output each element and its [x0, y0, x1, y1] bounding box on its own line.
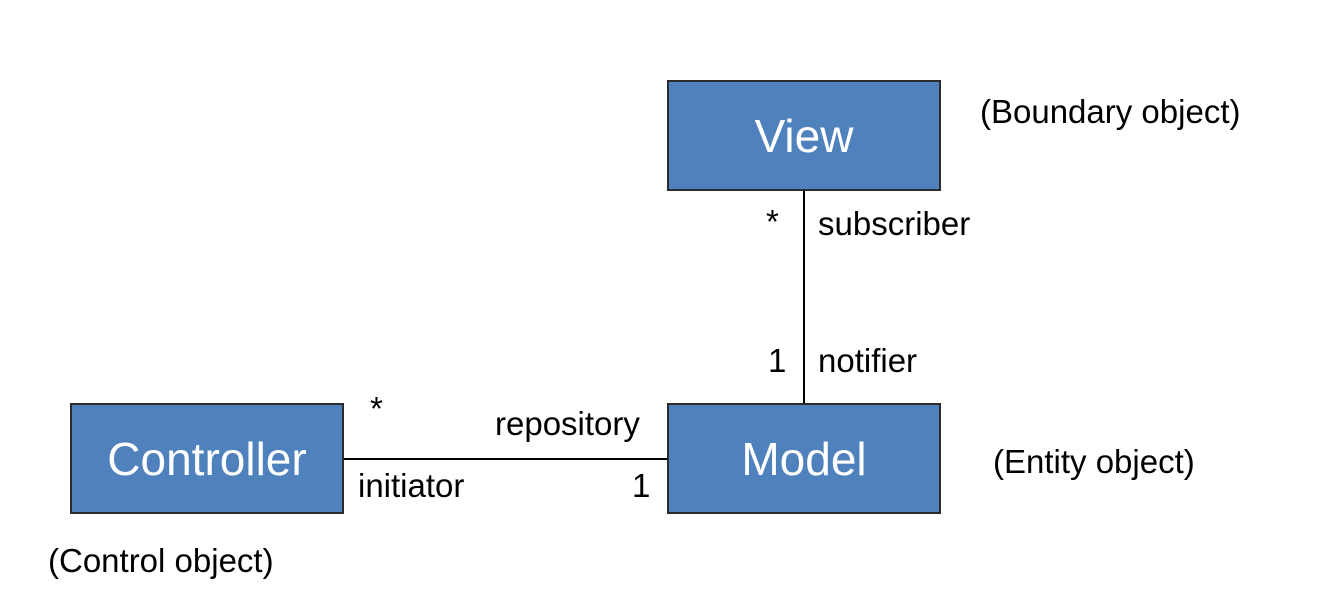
model-class-box[interactable]: Model [667, 403, 941, 514]
controller-class-name: Controller [107, 432, 307, 485]
model-repository-multiplicity-label: 1 [632, 467, 651, 504]
initiator-role-label: initiator [358, 467, 465, 504]
controller-class-box[interactable]: Controller [70, 403, 344, 514]
view-stereotype-label: (Boundary object) [980, 93, 1241, 130]
repository-role-label: repository [495, 405, 640, 442]
model-stereotype-label: (Entity object) [993, 443, 1195, 480]
association-controller-model-line [344, 458, 667, 460]
view-class-name: View [754, 109, 854, 162]
view-multiplicity-label: * [766, 203, 779, 240]
association-view-model-line [803, 191, 805, 403]
model-notifier-multiplicity-label: 1 [768, 342, 787, 379]
notifier-role-label: notifier [818, 342, 918, 379]
controller-multiplicity-label: * [370, 390, 383, 427]
controller-stereotype-label: (Control object) [48, 542, 274, 579]
view-class-box[interactable]: View [667, 80, 941, 191]
model-class-name: Model [741, 432, 867, 485]
subscriber-role-label: subscriber [818, 205, 971, 242]
